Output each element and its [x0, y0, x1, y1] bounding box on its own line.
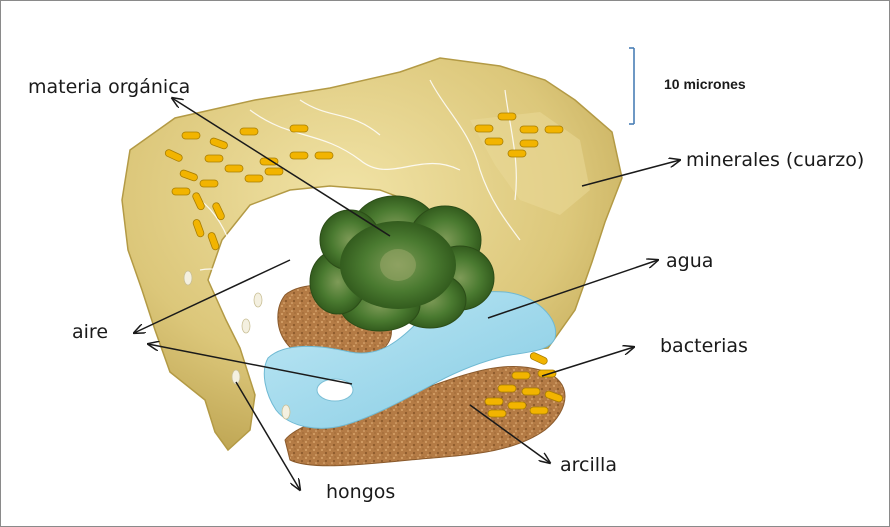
- label-aire: aire: [72, 323, 108, 342]
- label-arcilla: arcilla: [560, 456, 617, 475]
- label-minerales: minerales (cuarzo): [686, 151, 864, 170]
- scale-label: 10 micrones: [664, 77, 746, 91]
- label-bacterias: bacterias: [660, 337, 748, 356]
- label-agua: agua: [666, 252, 713, 271]
- label-materia-organica: materia orgánica: [28, 78, 190, 97]
- air-pocket: [317, 379, 353, 401]
- label-hongos: hongos: [326, 483, 395, 502]
- arrow-bacterias: [542, 347, 634, 376]
